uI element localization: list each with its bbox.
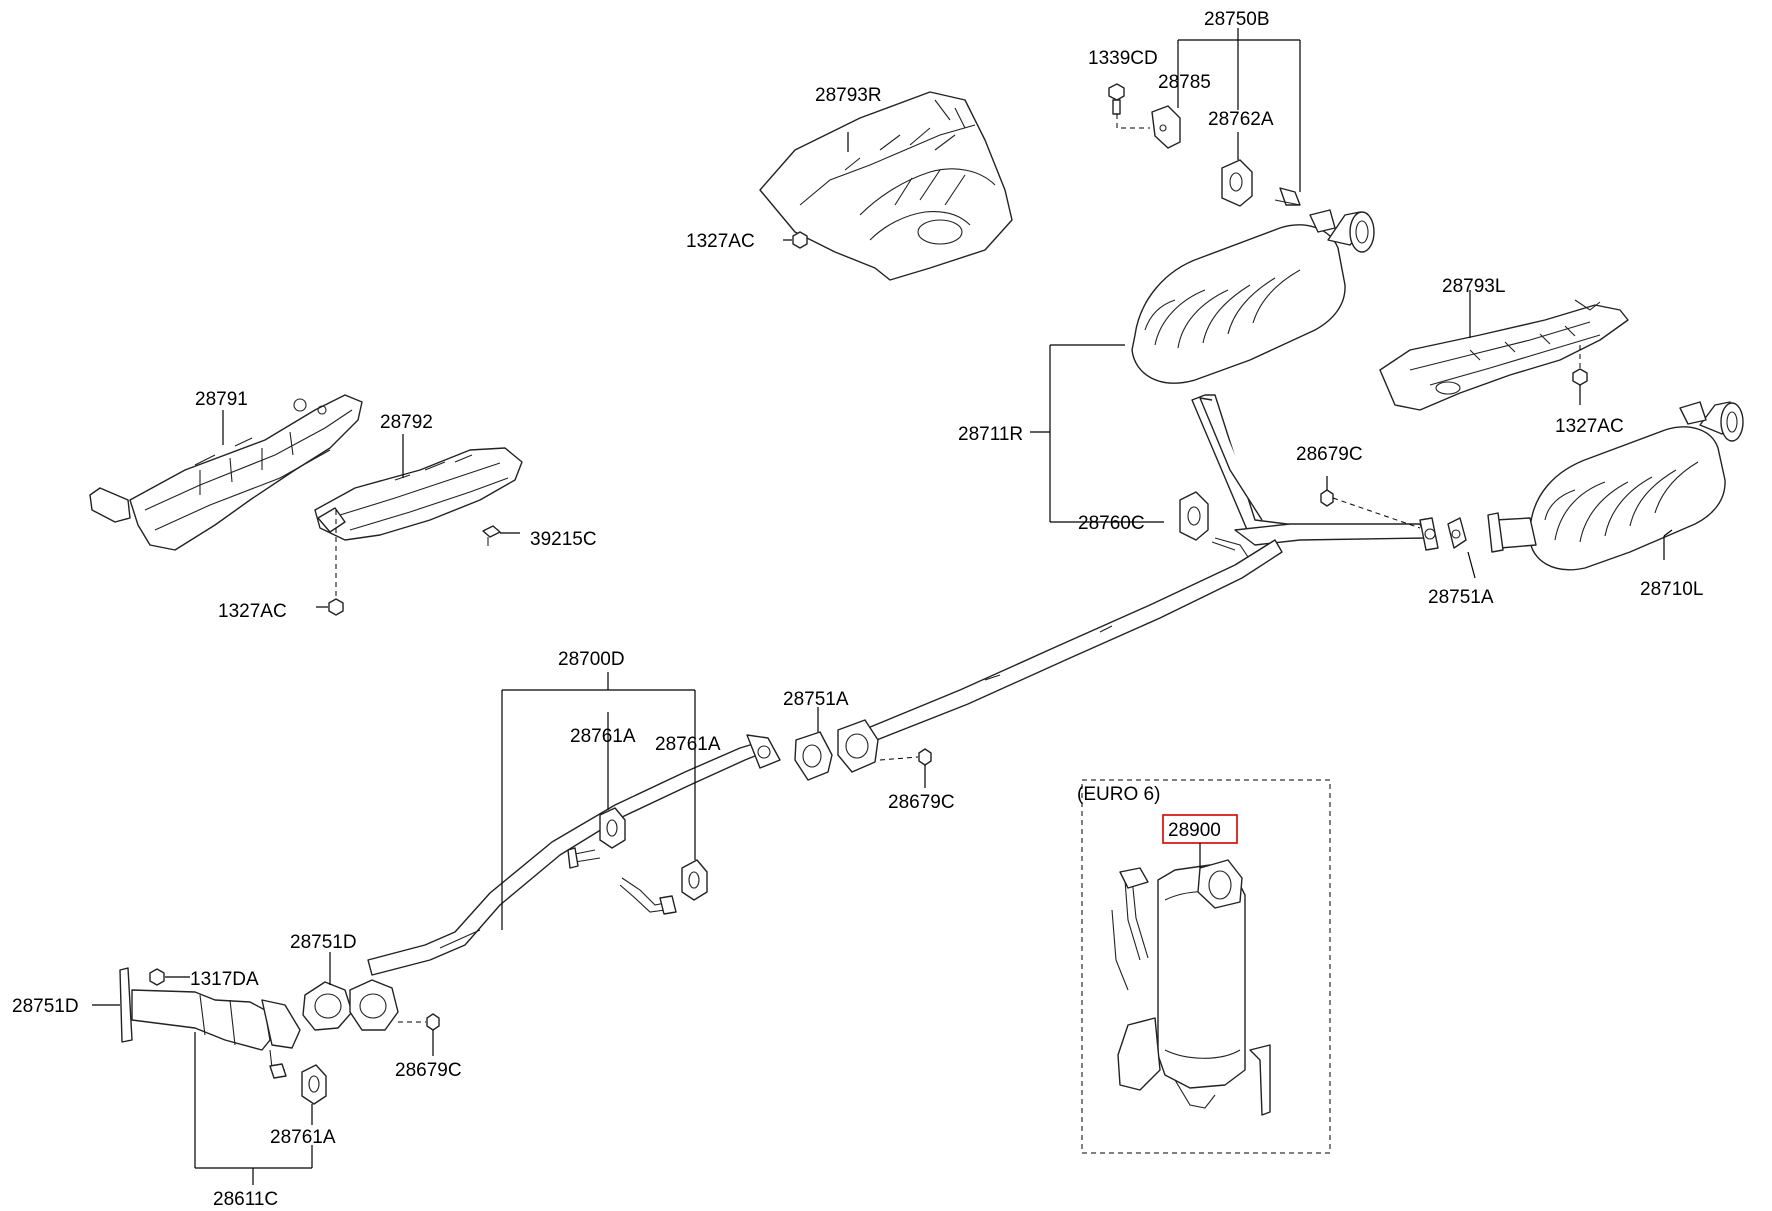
label-1327ac-right: 1327AC: [1555, 416, 1624, 437]
label-1327ac-left: 1327AC: [218, 601, 287, 622]
rubber-hanger-28761a-1[interactable]: [599, 807, 626, 849]
hanger-bolt-top[interactable]: [1274, 187, 1301, 206]
rubber-hanger-28761a-bottom[interactable]: [301, 1064, 327, 1105]
label-1317da: 1317DA: [190, 969, 259, 990]
label-28751a-right: 28751A: [1428, 587, 1494, 608]
label-28761a-1: 28761A: [570, 726, 636, 747]
label-28751d-top: 28751D: [290, 932, 357, 953]
flange-mid[interactable]: [837, 719, 879, 773]
label-28751d-left: 28751D: [12, 996, 79, 1017]
label-28611c: 28611C: [213, 1189, 278, 1210]
muffler-28710l[interactable]: [1487, 401, 1744, 571]
heat-protector-28793r[interactable]: [759, 91, 1013, 281]
nut-1327ac-top[interactable]: [792, 231, 808, 249]
gasket-28751d-top[interactable]: [302, 981, 353, 1031]
rubber-hanger-28760c[interactable]: [1179, 491, 1209, 541]
label-1327ac-top: 1327AC: [686, 231, 755, 252]
nut-1327ac-left[interactable]: [328, 598, 344, 616]
label-28679c-bottom: 28679C: [395, 1060, 462, 1081]
euro6-box: [1081, 779, 1331, 1154]
heat-protector-28791[interactable]: [89, 394, 363, 551]
rear-muffler-28711r[interactable]: [1131, 209, 1375, 384]
nut-28679c-bottom[interactable]: [426, 1013, 440, 1031]
label-28791: 28791: [195, 389, 248, 410]
intermediate-pipe[interactable]: [857, 539, 1283, 746]
heat-protector-28793l[interactable]: [1379, 299, 1629, 411]
label-28760c: 28760C: [1078, 513, 1145, 534]
heat-protector-28792[interactable]: [314, 447, 523, 541]
label-28793r: 28793R: [815, 85, 882, 106]
catalytic-converter-28900[interactable]: [1111, 859, 1271, 1116]
label-28761a-bottom: 28761A: [270, 1127, 336, 1148]
gasket-28751a-mid[interactable]: [794, 731, 833, 781]
hanger-bracket-28785[interactable]: [1151, 105, 1181, 149]
label-1339cd: 1339CD: [1088, 48, 1158, 69]
nut-28679c-mid[interactable]: [918, 748, 932, 766]
label-28751a-mid: 28751A: [783, 689, 849, 710]
label-28679c-top: 28679C: [1296, 444, 1363, 465]
label-28900[interactable]: 28900: [1168, 820, 1221, 841]
flange-front[interactable]: [349, 979, 399, 1031]
label-28711r: 28711R: [958, 424, 1023, 445]
rubber-hanger-28762a[interactable]: [1221, 159, 1253, 207]
label-28785: 28785: [1158, 72, 1211, 93]
front-pipe-28611c[interactable]: [119, 967, 301, 1079]
label-28793l: 28793L: [1442, 276, 1505, 297]
label-28792: 28792: [380, 412, 433, 433]
label-28762a: 28762A: [1208, 109, 1274, 130]
label-28750b: 28750B: [1204, 9, 1270, 30]
clip-39215c[interactable]: [482, 525, 501, 546]
label-39215c: 39215C: [530, 529, 597, 550]
rubber-hanger-28761a-2[interactable]: [681, 859, 708, 901]
nut-28679c-top[interactable]: [1320, 489, 1334, 507]
gasket-28751a-right[interactable]: [1447, 517, 1467, 549]
label-28700d: 28700D: [558, 649, 625, 670]
bolt-1317da[interactable]: [149, 968, 165, 986]
label-euro-6: (EURO 6): [1077, 784, 1160, 805]
center-pipe-28700d[interactable]: [367, 734, 781, 976]
nut-1327ac-right[interactable]: [1572, 368, 1588, 386]
bolt-1339cd[interactable]: [1108, 83, 1125, 115]
label-28761a-2: 28761A: [655, 734, 721, 755]
label-28710l: 28710L: [1640, 579, 1703, 600]
label-28679c-mid: 28679C: [888, 792, 955, 813]
